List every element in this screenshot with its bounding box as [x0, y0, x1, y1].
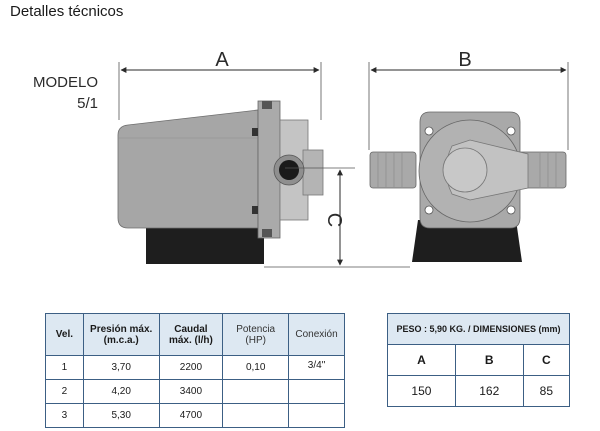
page-title: Detalles técnicos — [10, 3, 124, 20]
col-potencia: Potencia(HP) — [222, 313, 290, 356]
dimensions-table: PESO : 5,90 KG. / DIMENSIONES (mm) A B C… — [387, 313, 571, 407]
dim-col-b: B — [454, 344, 524, 376]
col-potencia-line1: Potencia — [236, 323, 276, 335]
col-caudal-line1: Caudal — [174, 323, 208, 335]
col-presion-line2: (m.c.a.) — [103, 334, 139, 346]
col-vel: Vel. — [45, 313, 84, 356]
bolt-hole — [506, 126, 516, 136]
table-row: 1 3,70 2200 0,10 3/4" — [45, 355, 345, 380]
dim-value-c: 85 — [522, 375, 571, 407]
col-potencia-line2: (HP) — [245, 334, 266, 346]
cell-conexion — [288, 379, 345, 404]
inlet-hole — [279, 160, 299, 180]
pump-side-view: A C — [117, 49, 410, 268]
cell-vel: 3 — [45, 403, 84, 428]
cell-caudal: 3400 — [158, 379, 224, 404]
cell-conexion: 3/4" — [288, 355, 345, 380]
dimensions-columns-row: A B C — [387, 344, 571, 376]
cell-presion: 4,20 — [82, 379, 160, 404]
motor-housing — [117, 109, 259, 229]
bolt-hole — [424, 126, 434, 136]
dim-col-c: C — [522, 344, 571, 376]
pump-base — [146, 222, 264, 264]
cell-conexion — [288, 403, 345, 428]
cell-potencia — [222, 403, 290, 428]
col-conexion: Conexión — [288, 313, 345, 356]
model-label-text: MODELO — [32, 74, 98, 91]
table-row: 2 4,20 3400 — [45, 379, 345, 404]
port-left — [369, 151, 417, 189]
dimensions-header-row: PESO : 5,90 KG. / DIMENSIONES (mm) — [387, 313, 570, 345]
weight-dimensions-header: PESO : 5,90 KG. / DIMENSIONES (mm) — [387, 313, 570, 345]
dim-b-label: B — [458, 49, 471, 71]
cell-vel: 1 — [45, 355, 84, 380]
cell-vel: 2 — [45, 379, 84, 404]
pump-front-base — [412, 220, 522, 262]
pump-front-view: B — [368, 49, 569, 262]
dimensions-values-row: 150 162 85 — [387, 375, 571, 407]
dim-value-a: 150 — [387, 375, 456, 407]
col-presion: Presión máx.(m.c.a.) — [82, 313, 160, 356]
bolt-hole — [424, 205, 434, 215]
cell-caudal: 2200 — [158, 355, 224, 380]
dim-a-label: A — [215, 49, 229, 71]
pump-technical-drawing: A C B — [117, 49, 569, 268]
pump-outlet — [302, 149, 324, 196]
cell-presion: 5,30 — [82, 403, 160, 428]
volute-center — [442, 147, 488, 193]
table-row: 3 5,30 4700 — [45, 403, 345, 428]
dim-value-b: 162 — [454, 375, 524, 407]
dim-c-label: C — [323, 213, 345, 227]
col-caudal-line2: máx. (l/h) — [168, 334, 213, 346]
model-value-text: 5/1 — [77, 95, 98, 112]
model-label: MODELO 5/1 — [30, 72, 98, 114]
cell-presion: 3,70 — [82, 355, 160, 380]
cell-caudal: 4700 — [158, 403, 224, 428]
col-presion-line1: Presión máx. — [90, 323, 153, 335]
cell-potencia: 0,10 — [222, 355, 290, 380]
bolt-hole — [506, 205, 516, 215]
cell-potencia — [222, 379, 290, 404]
dim-col-a: A — [387, 344, 456, 376]
